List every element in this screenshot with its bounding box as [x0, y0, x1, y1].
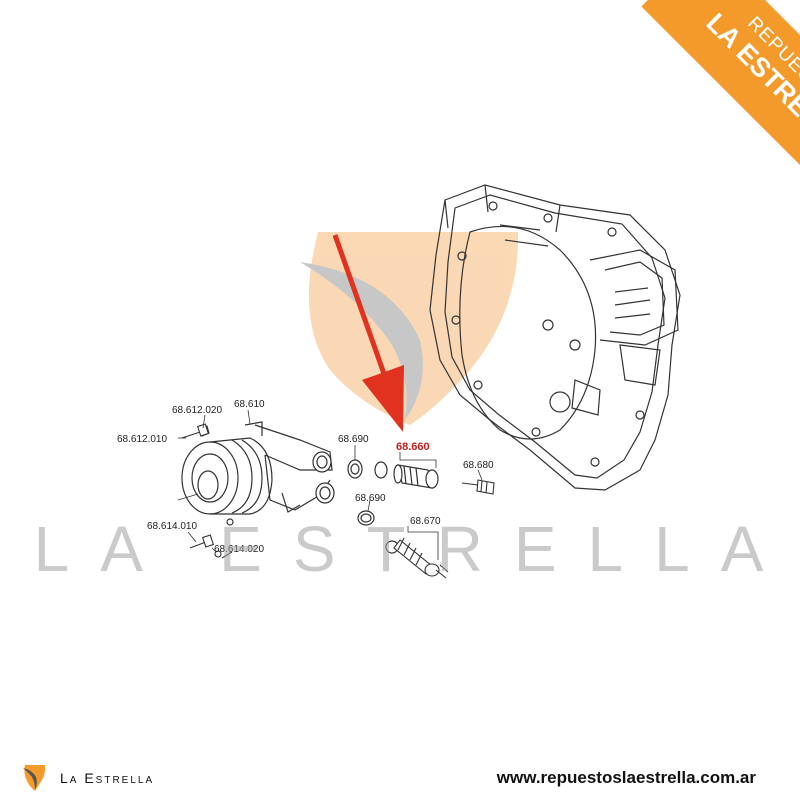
- release-bearing-assembly: [181, 421, 335, 526]
- label-68-612-020: 68.612.020: [172, 405, 222, 416]
- highlight-arrow: [332, 234, 404, 432]
- footer-brand-name: La Estrella: [60, 770, 155, 786]
- bolts: [181, 423, 233, 559]
- brand-logo-icon: [23, 765, 46, 791]
- label-68-690-upper: 68.690: [338, 434, 369, 445]
- label-68-680: 68.680: [463, 460, 494, 471]
- label-68-614-010: 68.614.010: [147, 521, 197, 532]
- label-68-660-highlighted: 68.660: [396, 441, 430, 453]
- seal-rings: [347, 459, 399, 554]
- footer-website-url[interactable]: www.repuestoslaestrella.com.ar: [496, 768, 756, 787]
- ribbon-text-bottom: LA ESTRELLA: [700, 7, 800, 160]
- leader-lines: [177, 409, 483, 560]
- label-68-614-020: 68.614.020: [214, 544, 264, 555]
- ribbon-band: REPUESTOS LA ESTRELLA: [641, 0, 800, 200]
- label-68-670: 68.670: [410, 516, 441, 527]
- bleed-screw-68-680: [461, 479, 495, 495]
- label-68-612-010: 68.612.010: [117, 434, 167, 445]
- label-68-690-lower: 68.690: [355, 493, 386, 504]
- footer-brand: La Estrella: [22, 762, 154, 794]
- corner-ribbon: REPUESTOS LA ESTRELLA: [600, 0, 800, 200]
- transmission-housing: [429, 184, 681, 491]
- watermark-logo: [300, 232, 519, 425]
- watermark-text: LA ESTRELLA: [33, 513, 795, 585]
- label-68-610: 68.610: [234, 399, 265, 410]
- hose-fitting-68-670: [393, 537, 449, 579]
- fitting-68-660: [393, 464, 439, 489]
- part-labels: 68.612.020 68.610 68.612.010 68.690 68.6…: [117, 399, 494, 555]
